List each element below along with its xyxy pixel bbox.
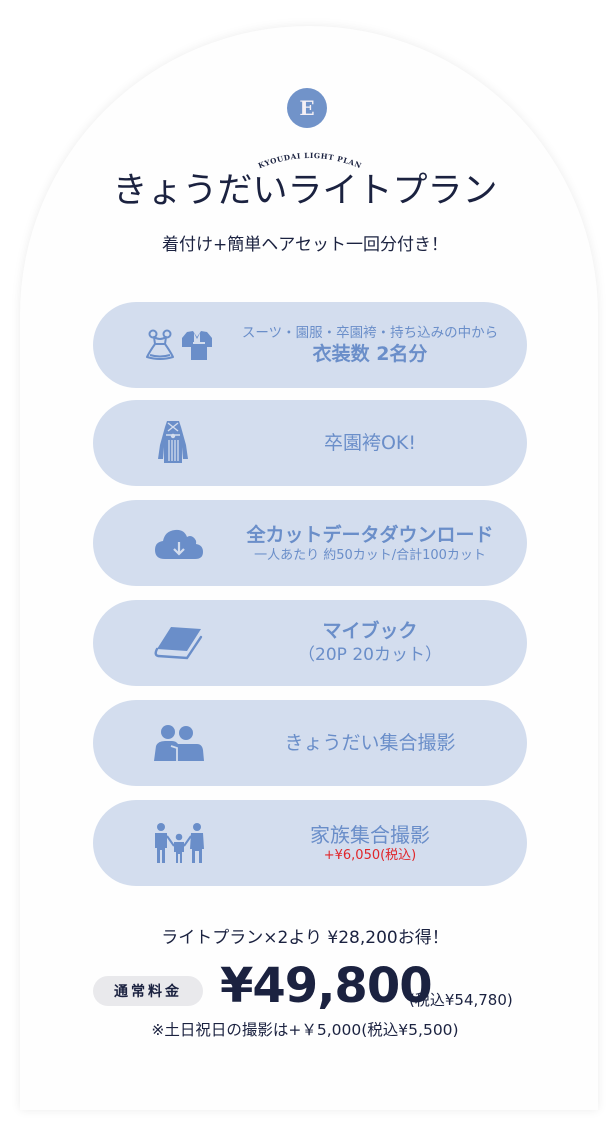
siblings-icon [154, 725, 204, 761]
weekend-surcharge-note: ※土日祝日の撮影は+￥5,000(税込¥5,500) [151, 1021, 459, 1039]
price-tax-included: (税込¥54,780) [409, 991, 513, 1009]
plan-title: きょうだいライトプラン [112, 171, 498, 211]
cloud-download-icon [155, 529, 203, 559]
feature-download-label: 全カットデータダウンロード [246, 523, 494, 546]
regular-price-label: 通常料金 [93, 976, 203, 1006]
feature-siblings[interactable]: きょうだい集合撮影 [93, 700, 527, 786]
plan-subtitle: 着付け+簡単ヘアセット一回分付き！ [162, 235, 448, 255]
feature-mybook[interactable]: マイブック （20P 20カット） [93, 600, 527, 686]
feature-family-extra-fee: +¥6,050(税込) [323, 847, 417, 863]
feature-download-note: 一人あたり 約50カット/合計100カット [254, 547, 486, 563]
feature-hakama-label: 卒園袴OK! [323, 432, 417, 454]
dress-icon [146, 329, 174, 360]
price-row: 通常料金 ¥49,800 (税込¥54,780) [93, 958, 543, 1014]
feature-costumes-note: スーツ・園服・卒園袴・持ち込みの中から [241, 325, 499, 341]
plan-badge: E [287, 88, 327, 128]
book-icon [154, 627, 203, 660]
feature-mybook-note: （20P 20カット） [298, 645, 442, 665]
feature-costumes[interactable]: スーツ・園服・卒園袴・持ち込みの中から 衣装数 2名分 [93, 302, 527, 388]
plan-english-name: KYOUDAI LIGHT PLAN [257, 151, 363, 170]
regular-price: ¥49,800 [220, 958, 433, 1014]
feature-mybook-label: マイブック [322, 620, 418, 642]
feature-costumes-label: 衣装数 2名分 [312, 343, 428, 365]
family-icon [155, 823, 204, 863]
feature-family-label: 家族集合撮影 [310, 822, 430, 847]
feature-download[interactable]: 全カットデータダウンロード 一人あたり 約50カット/合計100カット [93, 500, 527, 586]
feature-siblings-label: きょうだい集合撮影 [284, 732, 456, 754]
hakama-icon [158, 421, 188, 463]
savings-text: ライトプラン×2より ¥28,200お得！ [161, 928, 449, 948]
plan-badge-letter: E [299, 96, 315, 120]
kimono-icon [182, 331, 212, 360]
feature-hakama[interactable]: 卒園袴OK! [93, 400, 527, 486]
feature-family[interactable]: 家族集合撮影 +¥6,050(税込) [93, 800, 527, 886]
